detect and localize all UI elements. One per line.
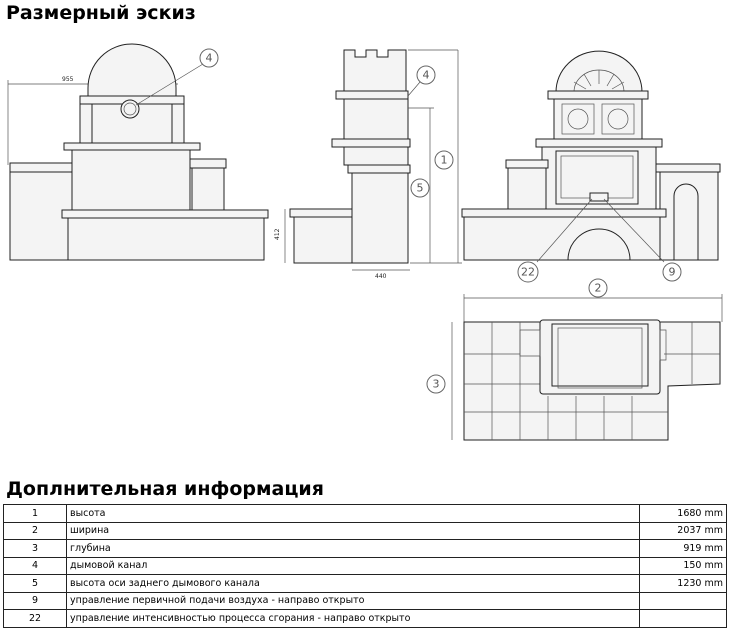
- info-row-id: 22: [3, 609, 67, 628]
- info-row-id: 3: [3, 539, 67, 558]
- dimension-sketch: 955 4: [0, 28, 731, 448]
- info-row-value: 150 mm: [639, 556, 727, 575]
- info-row-label: дымовой канал: [66, 556, 640, 575]
- callout-1: [434, 150, 454, 170]
- callout-22: [517, 261, 539, 283]
- svg-text:3: 3: [433, 378, 440, 391]
- svg-text:9: 9: [669, 266, 676, 279]
- svg-text:5: 5: [417, 182, 424, 195]
- info-row-value: 1680 mm: [639, 504, 727, 523]
- info-row-value: 1230 mm: [639, 574, 727, 593]
- svg-text:2: 2: [595, 282, 602, 295]
- callout-4-side: [416, 65, 436, 85]
- plan-view: 2 3: [426, 278, 723, 441]
- dim-front-width: 955: [62, 76, 74, 83]
- info-row-label: управление интенсивностью процесса сгора…: [66, 609, 640, 628]
- info-row-id: 5: [3, 574, 67, 593]
- sketch-title: Размерный эскиз: [6, 2, 196, 24]
- info-row-id: 1: [3, 504, 67, 523]
- callout-2: [588, 278, 608, 298]
- svg-text:4: 4: [423, 69, 430, 82]
- dim-side-height: 412: [274, 228, 281, 240]
- callout-9: [662, 262, 682, 282]
- info-row-value: 919 mm: [639, 539, 727, 558]
- info-row-label: высота: [66, 504, 640, 523]
- svg-text:1: 1: [441, 154, 448, 167]
- info-row-value: 2037 mm: [639, 521, 727, 540]
- info-row-label: управление первичной подачи воздуха - на…: [66, 591, 640, 610]
- info-title: Доплнительная информация: [6, 478, 324, 500]
- svg-text:4: 4: [206, 52, 213, 65]
- front-view: 22 9: [461, 50, 721, 283]
- info-row-label: ширина: [66, 521, 640, 540]
- info-row-id: 4: [3, 556, 67, 575]
- info-row-value: [639, 591, 727, 610]
- callout-5: [410, 178, 430, 198]
- info-row-label: высота оси заднего дымового канала: [66, 574, 640, 593]
- side-view: 412 440 1 5 4: [274, 49, 462, 280]
- info-row-value: [639, 609, 727, 628]
- info-row-id: 9: [3, 591, 67, 610]
- info-row-label: глубина: [66, 539, 640, 558]
- svg-text:22: 22: [521, 266, 535, 279]
- callout-4-back: [199, 48, 219, 68]
- dim-side-depth: 440: [375, 273, 387, 280]
- callout-3: [426, 374, 446, 394]
- back-view: 955 4: [7, 43, 269, 261]
- info-row-id: 2: [3, 521, 67, 540]
